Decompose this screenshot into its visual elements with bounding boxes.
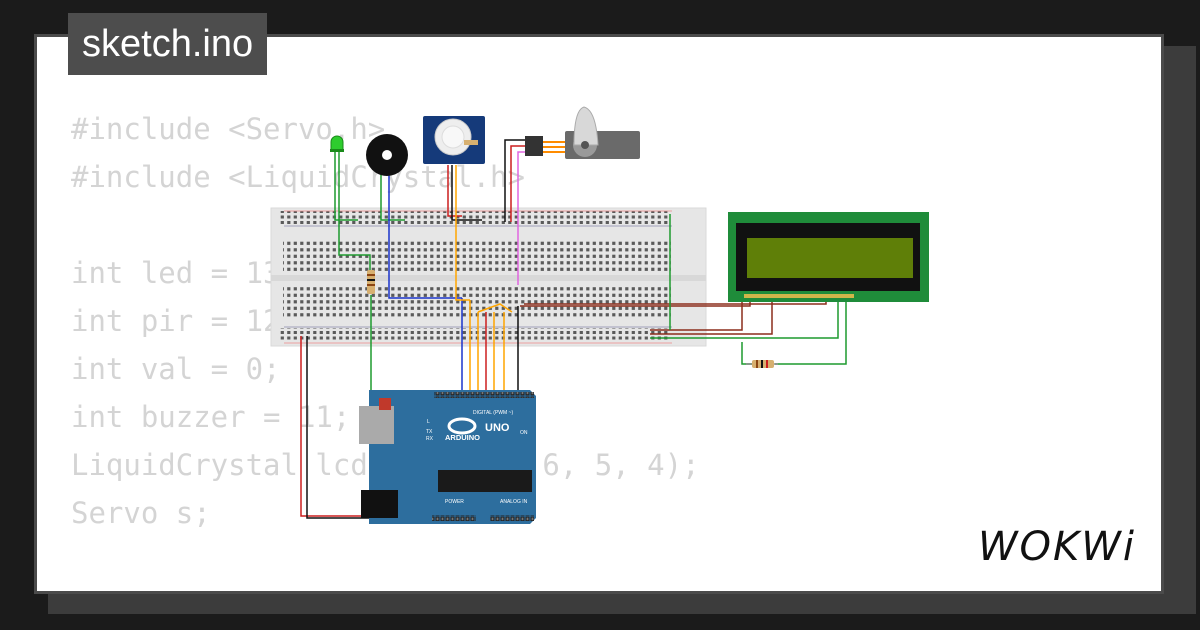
wire-buzzer-gnd: [380, 170, 405, 221]
buzzer-component: [366, 134, 408, 176]
wire-lcd-4: [650, 298, 773, 335]
wire-buzzer-signal: [388, 170, 462, 299]
board-model: UNO: [485, 422, 510, 434]
wire-servo-signal: [517, 151, 525, 285]
l-label: L: [427, 419, 430, 425]
atmega-chip: [438, 470, 532, 492]
wire-led-resistor: [338, 150, 371, 270]
power-header: [432, 515, 476, 521]
wire-pir-vcc: [447, 165, 462, 217]
rx-label: RX: [426, 436, 434, 442]
wire-lcd-5: [650, 298, 839, 339]
tx-label: TX: [426, 429, 433, 435]
wire-lcd-3: [650, 298, 743, 331]
led-component: [330, 135, 344, 152]
breadboard: [270, 207, 707, 347]
analog-label: ANALOG IN: [500, 499, 528, 505]
resistor-led: [367, 270, 375, 294]
arduino-logo-icon: [447, 417, 477, 435]
on-label: ON: [520, 430, 528, 436]
analog-header: [490, 515, 534, 521]
wire-servo-vcc: [510, 145, 525, 222]
reset-button: [379, 398, 391, 410]
wire-pir-gnd: [451, 165, 482, 221]
wokwi-logo: WOKWi: [978, 524, 1136, 570]
board-brand: ARDUINO: [445, 433, 480, 442]
code-line: Servo s;: [71, 496, 211, 530]
digital-header: [434, 392, 534, 398]
resistor-lcd: [746, 360, 778, 368]
usb-port: [359, 406, 394, 444]
wire-led-green: [334, 150, 358, 221]
power-jack: [361, 490, 398, 518]
servo-motor: [525, 106, 640, 159]
digital-label: DIGITAL (PWM ~): [473, 410, 513, 416]
wire-lcd-8: [775, 298, 847, 365]
code-line: int val = 0;: [71, 352, 281, 386]
lcd-display: [728, 212, 929, 302]
filename-tab: sketch.ino: [68, 13, 268, 75]
power-label: POWER: [445, 499, 464, 505]
wire-lcd-7: [741, 342, 752, 365]
code-line: #include <Servo.h>: [71, 112, 386, 146]
arduino-uno: ARDUINO UNO DIGITAL (PWM ~) POWER ANALOG…: [359, 390, 536, 524]
wire-pir-out: [455, 165, 470, 301]
wire-servo-gnd: [504, 139, 525, 222]
pir-sensor: [423, 116, 485, 164]
